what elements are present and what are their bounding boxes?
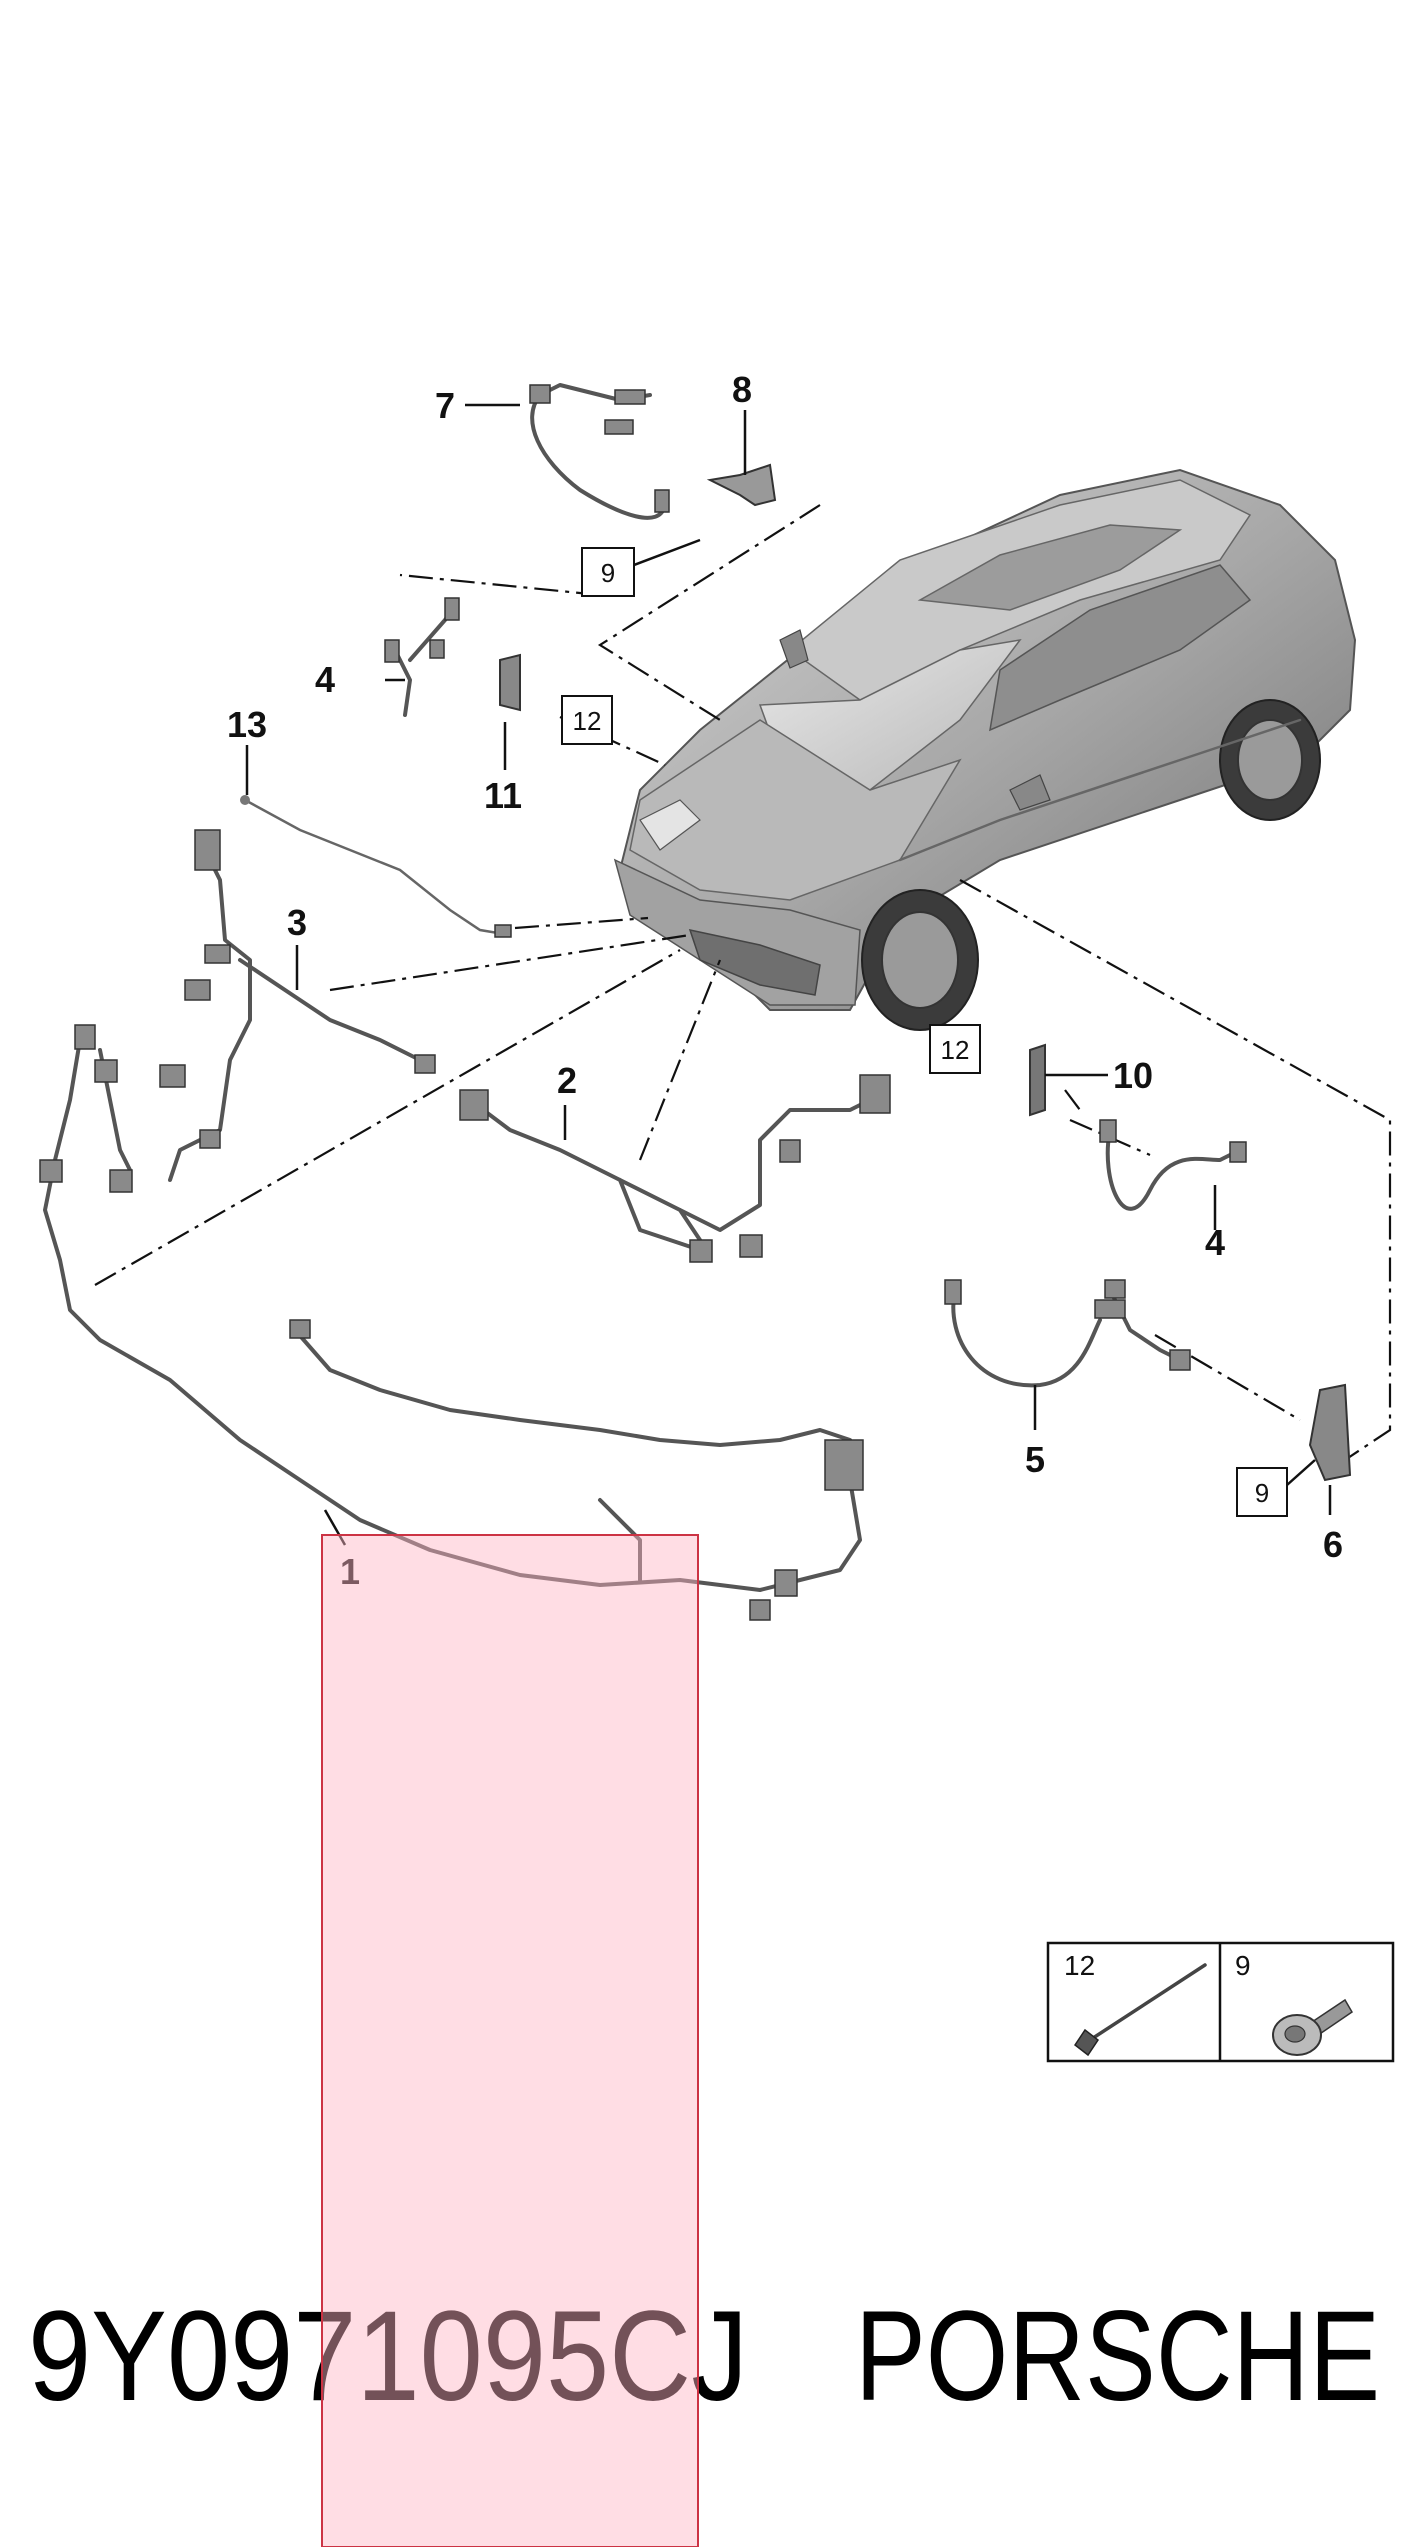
- callout-10: 10: [1113, 1055, 1153, 1096]
- part-11-bracket: [499, 653, 521, 712]
- part-7-sensor-cable: [529, 383, 670, 520]
- part-5-sensor-cable: [944, 1279, 1191, 1388]
- part-1-main-harness: [39, 1024, 864, 1621]
- pin-icon: [1073, 1963, 1207, 2057]
- part-13-wire: [240, 795, 512, 938]
- car-illustration: [613, 468, 1357, 1031]
- dashed-leaders: [94, 504, 1392, 1471]
- boxed-ref-12-right: 12: [941, 1035, 970, 1065]
- highlight-overlay: [321, 1534, 699, 2547]
- brand-label: PORSCHE: [855, 2285, 1380, 2428]
- boxed-ref-12-top: 12: [573, 706, 602, 736]
- boxed-ref-9-bottom: 9: [1255, 1478, 1269, 1508]
- boxed-refs: [561, 538, 1316, 1517]
- part-10-bracket: [1029, 1043, 1046, 1117]
- part-number-label: 9Y0971095CJ: [28, 2285, 748, 2428]
- callout-8: 8: [732, 369, 752, 410]
- part-3-harness: [159, 829, 436, 1182]
- bolt-icon: [1272, 1998, 1354, 2056]
- callout-4-lower: 4: [1205, 1222, 1225, 1263]
- callout-11: 11: [484, 775, 522, 816]
- callout-6: 6: [1323, 1524, 1343, 1565]
- part-4-lower-sensor: [1099, 1119, 1247, 1211]
- callout-2: 2: [557, 1060, 577, 1101]
- callout-5: 5: [1025, 1439, 1045, 1480]
- boxed-ref-9-top: 9: [601, 558, 615, 588]
- part-4-upper-sensor: [384, 597, 460, 717]
- callout-13: 13: [227, 704, 267, 745]
- callout-4-upper: 4: [315, 659, 335, 700]
- callout-labels: 7 8 4 11 13 3 2 10 4 5 6 1 9 12 12 9: [227, 369, 1343, 1592]
- part-8-bracket: [706, 410, 777, 507]
- callout-leaders: [245, 403, 1332, 1546]
- hardware-legend: 12 9: [1046, 1941, 1395, 2063]
- legend-label-12: 12: [1064, 1950, 1095, 1981]
- callout-1: 1: [340, 1551, 360, 1592]
- callout-3: 3: [287, 902, 307, 943]
- part-2-harness: [459, 1074, 891, 1263]
- part-6-bracket: [1308, 1383, 1352, 1482]
- callout-7: 7: [435, 385, 455, 426]
- legend-label-9: 9: [1235, 1950, 1251, 1981]
